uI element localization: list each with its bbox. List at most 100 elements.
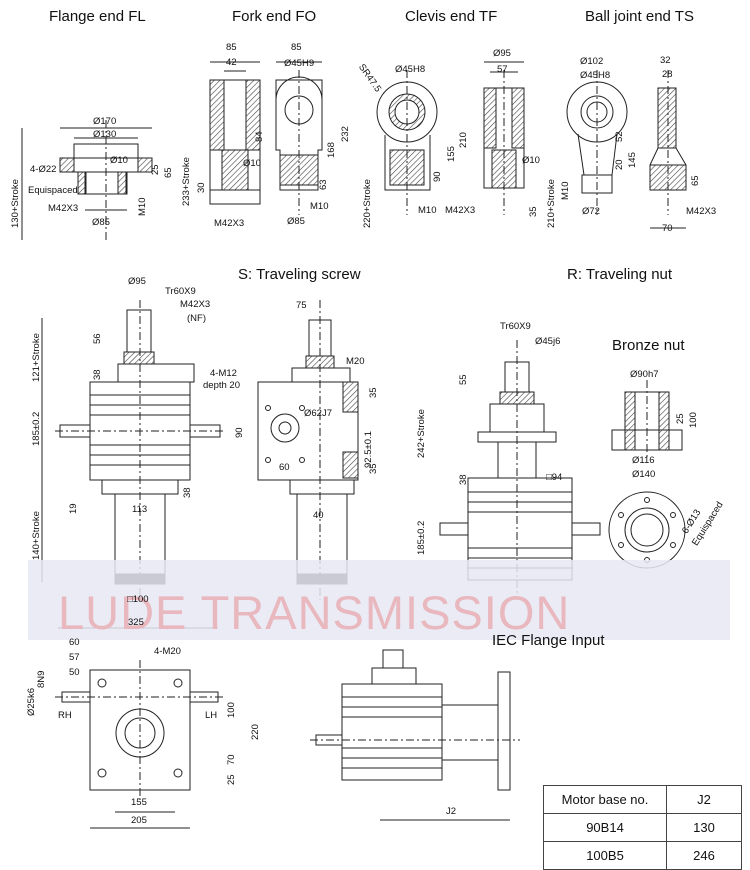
dim-s-stroke-bot: 140+Stroke	[31, 511, 42, 560]
dim-s-h56: 56	[92, 333, 103, 344]
title-iec-flange: IEC Flange Input	[492, 632, 605, 649]
dim-r-tr: Tr60X9	[500, 321, 531, 332]
dim-ts-d102: Ø102	[580, 56, 604, 67]
dim-s-sq100: □100	[127, 594, 149, 605]
dim-tf-h35: 35	[528, 206, 539, 217]
dim-s-w40: 40	[313, 510, 324, 521]
dim-s-tr: Tr60X9	[165, 286, 196, 297]
dim-tf-d45: Ø45H8	[395, 64, 426, 75]
dim-r-h100: 100	[688, 412, 699, 428]
dim-r-stroke: 242+Stroke	[416, 409, 427, 458]
dim-base-rh: RH	[58, 710, 72, 721]
dim-r-d140: Ø140	[632, 469, 656, 480]
motor-base-table: Motor base no. J2 90B14 130 100B5 246	[543, 785, 742, 870]
iec-flange-drawing	[310, 649, 520, 821]
dim-base-m20: 4-M20	[154, 646, 181, 657]
dim-s-w60: 60	[279, 462, 290, 473]
dim-ts-m10: M10	[560, 181, 571, 200]
table-header-row: Motor base no. J2	[543, 785, 742, 814]
title-traveling-screw: S: Traveling screw	[238, 266, 361, 283]
dim-base-d25: Ø25k6	[26, 688, 37, 716]
dim-base-w325: 325	[128, 617, 144, 628]
dim-fl-d130: Ø130	[93, 129, 117, 140]
watermark: LUDE TRANSMISSION	[58, 586, 571, 639]
clevis-end-tf-drawing	[376, 61, 525, 215]
dim-ts-thread: M42X3	[686, 206, 717, 217]
dim-s-h38b: 38	[182, 487, 193, 498]
dim-s-m12: 4-M12	[210, 368, 237, 379]
dim-tf-d95: Ø95	[493, 48, 511, 59]
ball-joint-end-ts-drawing	[566, 70, 687, 229]
dim-fo-stroke: 233+Stroke	[181, 157, 192, 206]
dim-fl-d85: Ø85	[92, 217, 110, 228]
dim-s-w75: 75	[296, 300, 307, 311]
dim-s-w113: 113	[132, 504, 148, 515]
dim-base-h220: 220	[250, 724, 261, 740]
traveling-screw-front-drawing	[41, 300, 225, 600]
dim-base-w155: 155	[131, 797, 147, 808]
dim-fl-d10: Ø10	[110, 155, 128, 166]
dim-fl-stroke: 130+Stroke	[10, 179, 21, 228]
dim-fo-h168: 168	[326, 142, 337, 158]
dim-r-sq94: □94	[546, 472, 563, 483]
dim-tf-stroke: 220+Stroke	[362, 179, 373, 228]
watermark-band	[28, 560, 730, 640]
dim-base-w205: 205	[131, 815, 147, 826]
dim-base-lh: LH	[205, 710, 218, 721]
title-traveling-nut: R: Traveling nut	[567, 266, 673, 283]
dim-ts-w70: 70	[662, 223, 673, 234]
dim-fl-equispaced: Equispaced	[28, 185, 78, 196]
dim-fo-h84: 84	[254, 131, 265, 142]
bronze-nut-drawing	[608, 380, 686, 569]
table-header-motor-base: Motor base no.	[543, 785, 667, 814]
title-fork-end: Fork end FO	[232, 8, 317, 25]
dim-fl-m10: M10	[137, 197, 148, 216]
dim-s-h38: 38	[92, 369, 103, 380]
dim-r-h55: 55	[458, 374, 469, 385]
dim-s-d95: Ø95	[128, 276, 146, 287]
fork-end-fo-drawing	[209, 61, 323, 215]
table-cell: 130	[666, 813, 742, 842]
dim-ts-w32: 32	[660, 55, 671, 66]
dim-tf-m10: M10	[418, 205, 437, 216]
title-flange-end: Flange end FL	[49, 8, 146, 25]
table-cell: 90B14	[543, 813, 667, 842]
dim-fl-h65: 65	[163, 167, 174, 178]
dim-ts-d72: Ø72	[582, 206, 600, 217]
dim-iec-j2: J2	[446, 806, 457, 817]
dim-r-d116: Ø116	[632, 455, 655, 466]
table-cell: 100B5	[543, 841, 667, 870]
dim-base-w57: 57	[69, 652, 80, 663]
dim-ts-h65: 65	[690, 175, 701, 186]
title-ball-joint-end: Ball joint end TS	[585, 8, 694, 25]
dim-fo-d10: Ø10	[243, 158, 261, 169]
dim-r-d45: Ø45j6	[535, 336, 561, 347]
dim-fl-d170: Ø170	[93, 116, 117, 127]
dim-s-h90: 90	[234, 427, 245, 438]
flange-end-fl-drawing	[21, 120, 153, 240]
dim-fo-w85b: 85	[291, 42, 302, 53]
title-clevis-end: Clevis end TF	[405, 8, 498, 25]
traveling-screw-side-drawing	[257, 300, 359, 600]
dim-s-nf: (NF)	[187, 313, 206, 324]
table-header-j2: J2	[666, 785, 742, 814]
dim-base-h70: 70	[226, 754, 237, 765]
dim-tf-w57: 57	[497, 64, 508, 75]
dim-r-d90: Ø90h7	[630, 369, 659, 380]
dim-tf-thread: M42X3	[445, 205, 476, 216]
dim-fo-d85: Ø85	[287, 216, 305, 227]
dim-fo-m10: M10	[310, 201, 329, 212]
dim-fo-w85a: 85	[226, 42, 237, 53]
dim-tf-d10: Ø10	[522, 155, 540, 166]
dim-ts-h20: 20	[614, 159, 625, 170]
dim-s-h35a: 35	[368, 387, 379, 398]
dim-base-h8: 8N9	[36, 670, 47, 688]
table-row: 100B5 246	[543, 841, 742, 870]
dim-fo-w42: 42	[226, 57, 237, 68]
dim-base-w60: 60	[69, 637, 80, 648]
dim-r-h25: 25	[675, 413, 686, 424]
dim-base-h25: 25	[226, 774, 237, 785]
dim-base-w50: 50	[69, 667, 80, 678]
dim-tf-h90: 90	[432, 171, 443, 182]
